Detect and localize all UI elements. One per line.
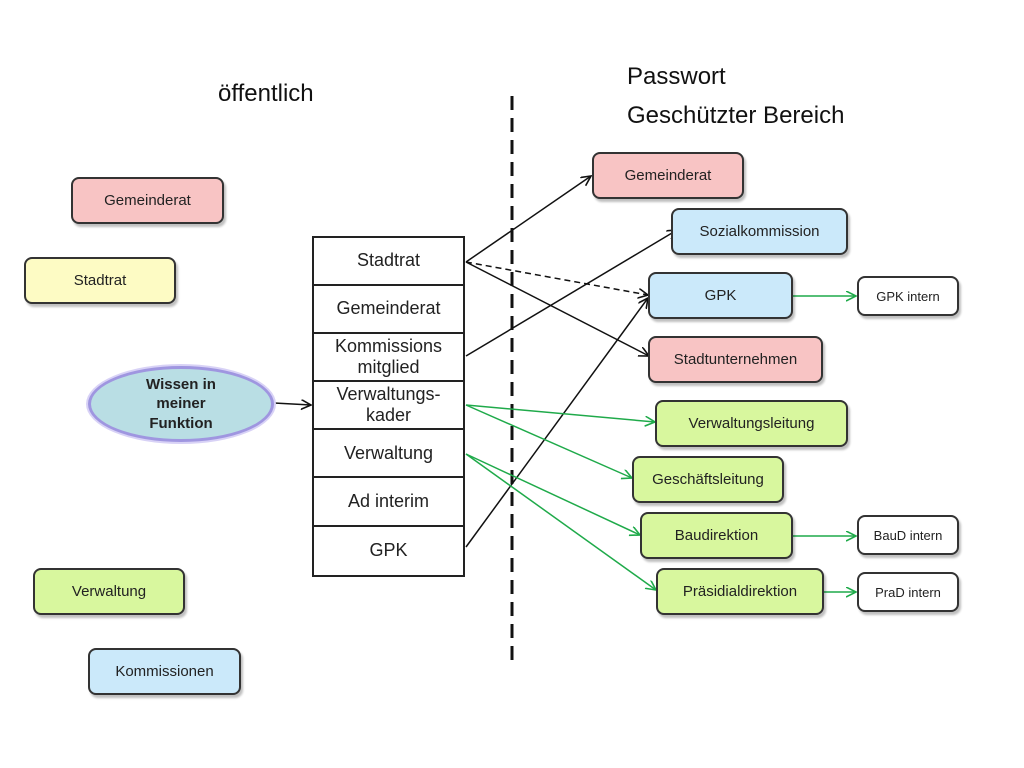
knowledge-ellipse: Wissen in meiner Funktion [88,366,274,442]
protected-area-heading: Geschützter Bereich [627,102,845,129]
arrow-knowledge-to-roles [273,403,311,405]
role-kommission-line-1: Kommissions [334,335,443,356]
password-heading: Passwort [627,63,726,90]
arrow-verwaltung-praesidialdirektion [465,453,656,590]
arrow-kommission-sozialkommission [465,230,677,357]
knowledge-line-3: Funktion [149,414,213,432]
knowledge-line-1: Wissen in [146,375,216,393]
role-stadtrat: Stadtrat [314,238,463,287]
protected-geschaeftsleitung-box: Geschäftsleitung [632,456,784,503]
arrow-stadtrat-gpk [465,261,648,295]
arrow-gpk-gpk [465,298,648,548]
protected-sozialkommission-box: Sozialkommission [671,208,848,255]
role-kader-line-2: kader [365,405,412,426]
prad-intern-box: PraD intern [857,572,959,612]
arrow-kader-geschaeftsleitung [465,404,632,478]
role-ad-interim: Ad interim [314,478,463,527]
role-gemeinderat: Gemeinderat [314,286,463,335]
protected-baudirektion-box: Baudirektion [640,512,793,559]
gpk-intern-box: GPK intern [857,276,959,316]
role-verwaltungskader: Verwaltungs- kader [314,382,463,431]
baud-intern-box: BauD intern [857,515,959,555]
protected-gemeinderat-box: Gemeinderat [592,152,744,199]
public-verwaltung-box: Verwaltung [33,568,185,615]
role-kommissionsmitglied: Kommissions mitglied [314,334,463,383]
arrow-verwaltung-baudirektion [465,453,640,535]
arrow-stadtrat-stadtunternehmen [465,261,649,356]
arrow-kader-verwaltungsleitung [465,404,655,422]
role-kommission-line-2: mitglied [357,357,420,378]
knowledge-line-2: meiner [156,395,206,413]
role-gpk: GPK [369,539,408,560]
protected-stadtunternehmen-box: Stadtunternehmen [648,336,823,383]
arrow-stadtrat-gemeinderat [465,176,591,263]
public-stadtrat-box: Stadtrat [24,257,176,304]
protected-praesidialdirektion-box: Präsidialdirektion [656,568,824,615]
protected-gpk-box: GPK [648,272,793,319]
public-area-heading: öffentlich [218,80,314,107]
role-kader-line-1: Verwaltungs- [336,383,441,404]
role-stack: Stadtrat Gemeinderat Kommissions mitglie… [312,236,465,577]
protected-verwaltungsleitung-box: Verwaltungsleitung [655,400,848,447]
public-gemeinderat-box: Gemeinderat [71,177,224,224]
role-verwaltung: Verwaltung [314,430,463,479]
public-kommissionen-box: Kommissionen [88,648,241,695]
